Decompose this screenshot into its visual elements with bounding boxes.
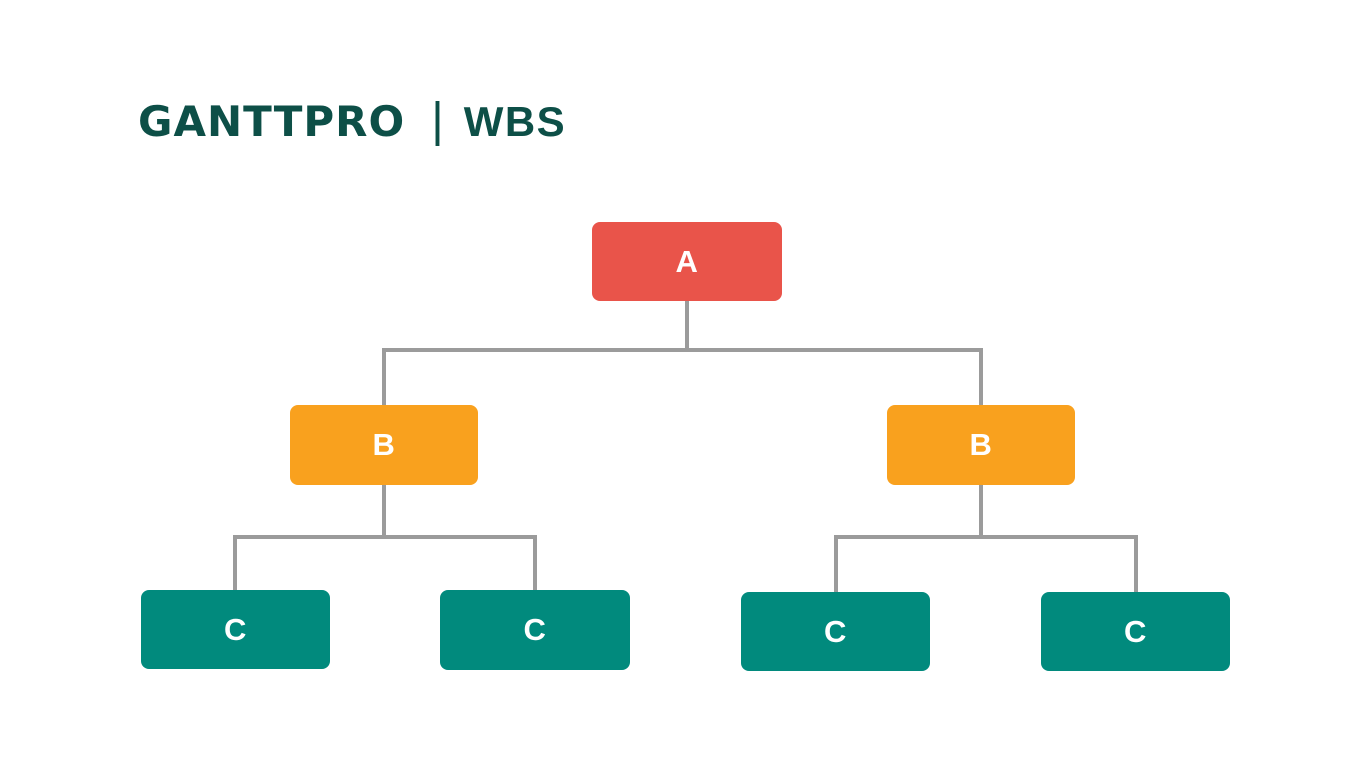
node-label: C xyxy=(523,612,547,647)
node-label: C xyxy=(224,611,247,647)
wbs-node-a: A xyxy=(592,222,782,301)
node-label: B xyxy=(969,427,993,462)
node-label: C xyxy=(824,613,847,649)
node-label: B xyxy=(372,427,396,462)
wbs-node-c1: C xyxy=(141,590,330,669)
logo-separator: | xyxy=(431,94,444,147)
wbs-node-c3: C xyxy=(741,592,930,671)
wbs-node-c4: C xyxy=(1041,592,1230,671)
wbs-node-c2: C xyxy=(440,590,630,670)
node-label: A xyxy=(675,243,699,279)
wbs-node-b2: B xyxy=(887,405,1075,485)
edges-a-to-b xyxy=(382,301,983,405)
node-label: C xyxy=(1124,613,1147,649)
ganttpro-logo: GANTTPRO xyxy=(138,97,406,146)
header: GANTTPRO | WBS xyxy=(138,94,567,147)
edges-b2-to-c xyxy=(834,485,1138,592)
wbs-node-b1: B xyxy=(290,405,478,485)
page-title: WBS xyxy=(463,98,567,145)
edges-b1-to-c xyxy=(233,485,537,590)
